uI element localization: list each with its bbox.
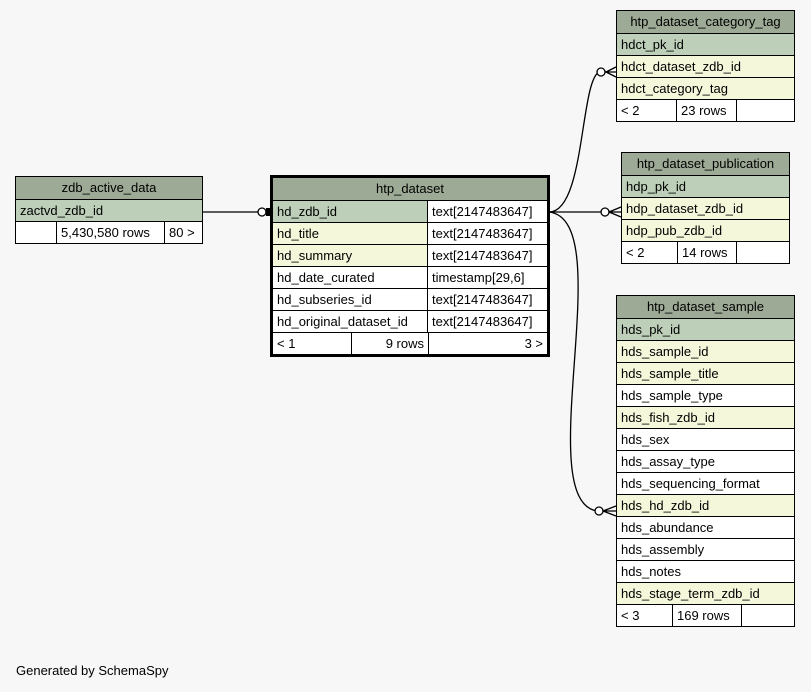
- column-row[interactable]: hds_fish_zdb_id: [617, 406, 794, 428]
- table-footer: < 1 9 rows 3 >: [273, 332, 547, 354]
- link-category-tag: [548, 71, 606, 213]
- column-row[interactable]: hds_sample_title: [617, 362, 794, 384]
- generated-by-label: Generated by SchemaSpy: [16, 663, 169, 678]
- column-row[interactable]: hdct_pk_id: [617, 33, 794, 55]
- table-zdb-active-data[interactable]: zdb_active_data zactvd_zdb_id 5,430,580 …: [15, 176, 203, 244]
- column-row[interactable]: hdp_pub_zdb_id: [622, 219, 789, 241]
- table-footer: < 2 14 rows: [622, 241, 789, 263]
- table-htp-dataset-category-tag[interactable]: htp_dataset_category_tag hdct_pk_id hdct…: [616, 10, 795, 122]
- link-sample: [548, 211, 603, 512]
- column-row[interactable]: hds_sex: [617, 428, 794, 450]
- column-row[interactable]: hds_sample_id: [617, 340, 794, 362]
- table-title[interactable]: htp_dataset_category_tag: [617, 11, 794, 33]
- table-title[interactable]: htp_dataset_publication: [622, 153, 789, 175]
- column-row[interactable]: hds_notes: [617, 560, 794, 582]
- table-title[interactable]: zdb_active_data: [16, 177, 202, 199]
- column-row[interactable]: hds_abundance: [617, 516, 794, 538]
- column-row[interactable]: hdct_dataset_zdb_id: [617, 55, 794, 77]
- column-row[interactable]: hds_pk_id: [617, 318, 794, 340]
- table-title[interactable]: htp_dataset: [273, 178, 547, 200]
- column-row[interactable]: zactvd_zdb_id: [16, 199, 202, 221]
- column-row[interactable]: hdct_category_tag: [617, 77, 794, 99]
- column-row[interactable]: hdp_dataset_zdb_id: [622, 197, 789, 219]
- table-footer: 5,430,580 rows 80 >: [16, 221, 202, 243]
- table-footer: < 3 169 rows: [617, 604, 794, 626]
- table-htp-dataset-publication[interactable]: htp_dataset_publication hdp_pk_id hdp_da…: [621, 152, 790, 264]
- column-row[interactable]: hds_sequencing_format: [617, 472, 794, 494]
- column-row[interactable]: hdp_pk_id: [622, 175, 789, 197]
- table-htp-dataset-sample[interactable]: htp_dataset_sample hds_pk_id hds_sample_…: [616, 295, 795, 627]
- column-row[interactable]: hds_sample_type: [617, 384, 794, 406]
- column-row[interactable]: hds_stage_term_zdb_id: [617, 582, 794, 604]
- column-row[interactable]: hds_hd_zdb_id: [617, 494, 794, 516]
- column-row[interactable]: hds_assembly: [617, 538, 794, 560]
- table-title[interactable]: htp_dataset_sample: [617, 296, 794, 318]
- column-row[interactable]: hds_assay_type: [617, 450, 794, 472]
- table-footer: < 2 23 rows: [617, 99, 794, 121]
